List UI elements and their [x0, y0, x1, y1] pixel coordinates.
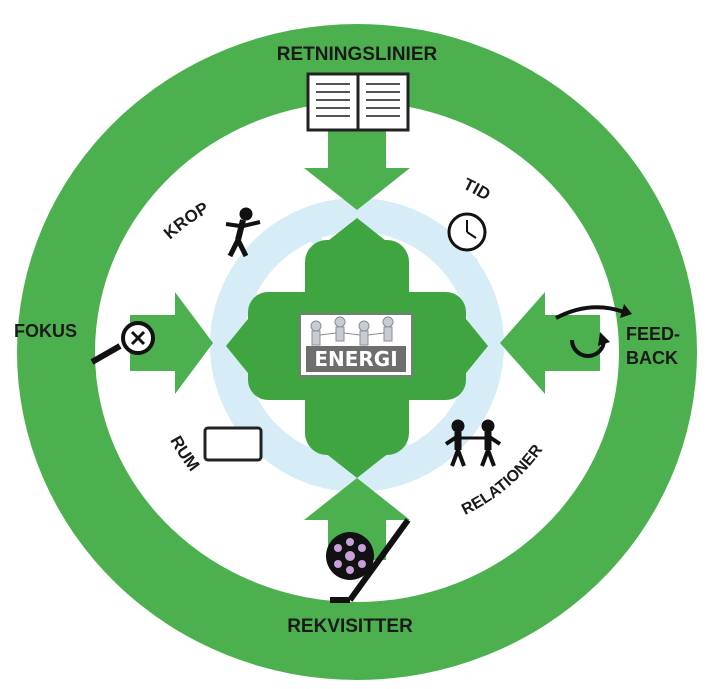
ball-and-stick-icon — [326, 518, 411, 603]
arrow-right — [500, 292, 600, 394]
arrow-left — [130, 292, 213, 394]
two-people-icon — [444, 419, 502, 467]
person-figure-icon — [225, 207, 261, 258]
label-left: FOKUS — [14, 321, 77, 341]
label-right-1: FEED- — [626, 324, 680, 344]
label-right-2: BACK — [626, 348, 678, 368]
magnifying-glass-icon — [90, 321, 155, 365]
label-top: RETNINGSLINIER — [277, 44, 438, 65]
energi-box: ENERGI — [299, 313, 413, 377]
label-bottom: REKVISITTER — [287, 616, 413, 637]
arrow-bottom — [304, 478, 410, 560]
clock-icon — [447, 212, 487, 252]
feedback-loop-icon — [555, 304, 632, 358]
arrow-top — [304, 125, 410, 210]
center-label: ENERGI — [314, 347, 397, 371]
people-chain-icon — [310, 316, 394, 346]
rectangle-room-icon — [203, 426, 263, 462]
open-book-icon — [306, 72, 410, 132]
